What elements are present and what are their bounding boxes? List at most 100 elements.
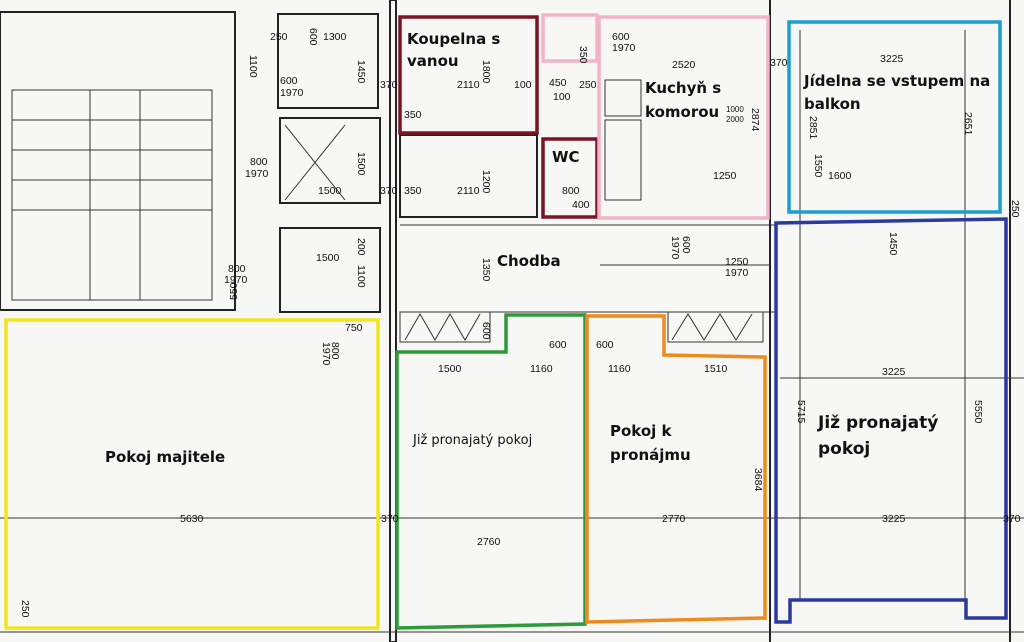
owner-room-outline — [4, 318, 380, 630]
rented-right-label-2: pokoj — [818, 439, 870, 459]
dimension: 250 — [579, 79, 597, 91]
dimension: 3225 — [882, 513, 906, 525]
dimension: 370 — [1003, 513, 1021, 525]
wc-outline — [541, 137, 599, 219]
dimension: 3684 — [752, 468, 764, 492]
wc-label: WC — [552, 148, 580, 166]
bathroom-label-2: vanou — [407, 52, 459, 70]
dimension: 1600 — [828, 170, 852, 182]
rented-right-label: Již pronajatý — [817, 413, 938, 433]
dimension: 1100 — [247, 55, 259, 78]
dimension: 3225 — [882, 366, 906, 378]
bathroom-outline — [398, 15, 539, 135]
dimension: 800 — [250, 156, 268, 168]
dimension: 800 — [562, 185, 580, 197]
dimension: 5550 — [972, 400, 984, 424]
dimension: 1250 — [725, 256, 749, 268]
kitchen-outline — [597, 15, 770, 220]
dimension: 1970 — [725, 267, 749, 279]
dimension: 100 — [553, 91, 571, 103]
dimension: 1970 — [280, 87, 304, 99]
dimension: 1350 — [480, 258, 492, 282]
dimension: 350 — [577, 46, 589, 64]
dimension: 2651 — [962, 112, 974, 136]
dimension: 1500 — [318, 185, 342, 197]
rented-right-outline — [774, 217, 1008, 624]
dimension: 2110 — [457, 185, 480, 197]
dimension: 1970 — [224, 274, 248, 286]
for-rent-outline — [585, 314, 767, 624]
dimension: 1000 — [726, 105, 744, 114]
dimension: 2000 — [726, 115, 744, 124]
dining-label: Jídelna se vstupem na — [803, 72, 990, 90]
dimension: 600 — [596, 339, 614, 351]
dimension: 1970 — [320, 342, 332, 366]
dimension: 1160 — [530, 363, 553, 375]
dimension: 600 — [680, 236, 692, 254]
dimension: 550 — [228, 282, 240, 300]
dimension: 3225 — [880, 53, 904, 65]
dimension: 800 — [228, 263, 246, 275]
dimension: 250 — [270, 31, 288, 43]
dimension: 2770 — [662, 513, 686, 525]
dimension: 2520 — [672, 59, 696, 71]
rented-mid-label: Již pronajatý pokoj — [412, 433, 532, 448]
dimension: 1510 — [704, 363, 728, 375]
dimension: 370 — [770, 57, 788, 69]
dimension: 350 — [404, 109, 422, 121]
dimension: 1970 — [669, 236, 681, 260]
dining-outline — [787, 20, 1002, 214]
dimension: 2760 — [477, 536, 501, 548]
dimension: 450 — [549, 77, 567, 89]
dimension: 250 — [19, 600, 31, 618]
dimension: 1250 — [713, 170, 737, 182]
kitchen-label: Kuchyň s — [645, 79, 721, 97]
owner-room-label: Pokoj majitele — [105, 448, 225, 466]
room-outlines — [4, 13, 1008, 630]
dimension: 600 — [549, 339, 567, 351]
dimension: 350 — [404, 185, 422, 197]
dimension: 600 — [480, 322, 492, 340]
dimension: 100 — [514, 79, 532, 91]
dimension: 400 — [572, 199, 590, 211]
dimension: 750 — [345, 322, 363, 334]
dimension: 1200 — [480, 170, 492, 194]
dimension: 1500 — [316, 252, 340, 264]
room-labels: Koupelna s vanou WC Kuchyň s komorou Jíd… — [105, 30, 990, 466]
rented-mid-outline — [395, 313, 587, 630]
dimension: 1550 — [812, 154, 824, 178]
dimension: 250 — [1009, 200, 1021, 218]
kitchen-label-2: komorou — [645, 103, 719, 121]
dimension: 1970 — [245, 168, 269, 180]
dimension: 5715 — [795, 400, 807, 424]
kitchen-storage-outline — [541, 13, 599, 63]
dimension-labels: 1100 250 600 1300 1450 600 1970 370 2110… — [19, 28, 1021, 618]
for-rent-label-2: pronájmu — [610, 446, 691, 464]
corridor-label: Chodba — [497, 252, 561, 270]
dimension: 5630 — [180, 513, 204, 525]
dimension: 370 — [380, 185, 398, 197]
dimension: 370 — [380, 79, 398, 91]
dimension: 1450 — [355, 60, 367, 84]
dimension: 1450 — [887, 232, 899, 256]
dimension: 1100 — [355, 265, 367, 288]
dimension: 600 — [307, 28, 319, 46]
dimension: 1500 — [438, 363, 462, 375]
dimension: 200 — [355, 238, 367, 256]
dimension: 600 — [280, 75, 298, 87]
dimension: 2851 — [807, 116, 819, 140]
dimension: 2874 — [749, 108, 761, 132]
dimension: 1800 — [480, 60, 492, 84]
for-rent-label: Pokoj k — [610, 422, 673, 440]
dimension: 2110 — [457, 79, 480, 91]
dimension: 600 — [612, 31, 630, 43]
dimension: 1970 — [612, 42, 636, 54]
dimension: 1160 — [608, 363, 631, 375]
bathroom-label: Koupelna s — [407, 30, 500, 48]
dimension: 1500 — [355, 152, 367, 176]
dimension: 1300 — [323, 31, 347, 43]
dimension: 370 — [381, 513, 399, 525]
dining-label-2: balkon — [804, 95, 861, 113]
